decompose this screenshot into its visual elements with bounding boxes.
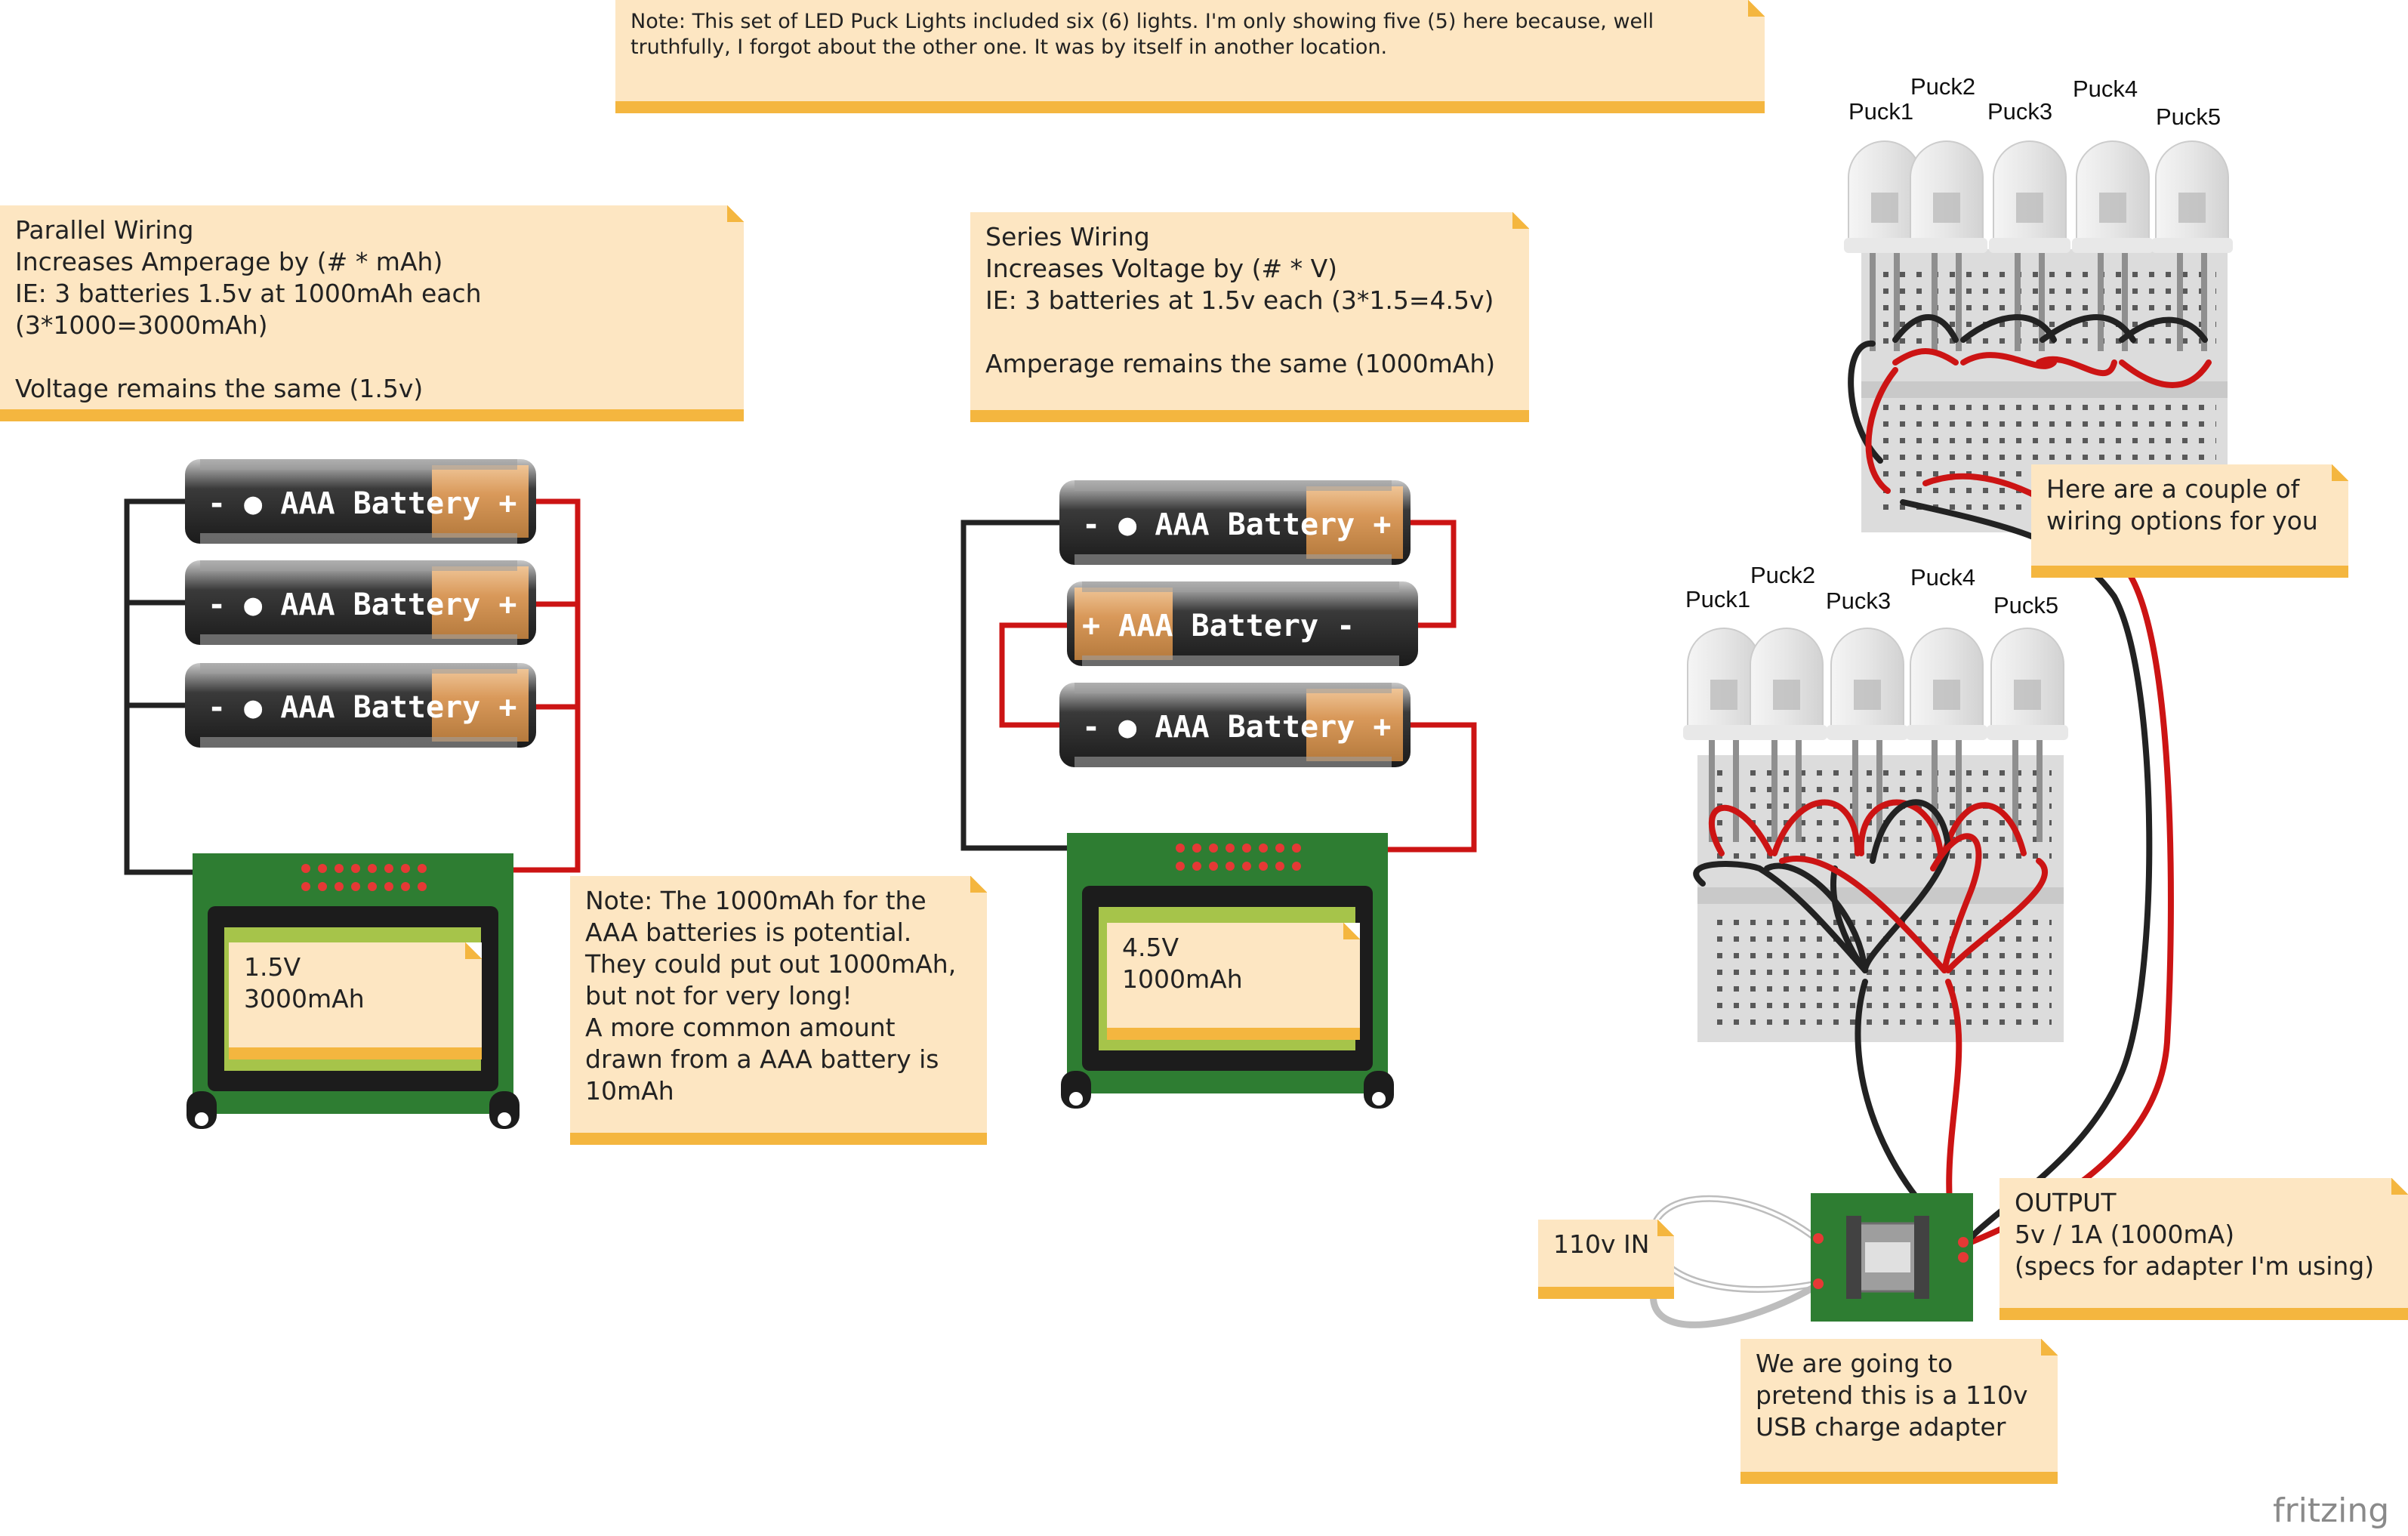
series-battery-pack: - ● AAA Battery + + AAA Battery - - ● AA… (960, 480, 1477, 853)
puck-label: Puck1 (1848, 98, 1913, 125)
puck-leds-bottom (1683, 628, 2068, 842)
output-note-text: OUTPUT 5v / 1A (1000mA) (specs for adapt… (2015, 1188, 2375, 1281)
potential-note-text: Note: The 1000mAh for the AAA batteries … (585, 886, 957, 1106)
parallel-wiring-text: Parallel Wiring Increases Amperage by (#… (15, 215, 482, 403)
puck-label: Puck1 (1685, 586, 1750, 612)
battery-label: - ● AAA Battery + (208, 588, 516, 622)
puck-leds-top (1844, 140, 2233, 351)
puck-label: Puck4 (1910, 564, 1975, 591)
battery-label: - ● AAA Battery + (208, 690, 516, 725)
adapter-note-text: We are going to pretend this is a 110v U… (1756, 1349, 2028, 1442)
battery-series-3: - ● AAA Battery + (1059, 683, 1411, 767)
puck-label: Puck4 (2073, 76, 2138, 102)
battery-label: + AAA Battery - (1082, 609, 1355, 643)
series-wiring-text: Series Wiring Increases Voltage by (# * … (985, 222, 1496, 378)
parallel-display-text: 1.5V 3000mAh (244, 952, 365, 1013)
input-note: 110v IN (1538, 1220, 1674, 1299)
puck-labels-top: Puck1 Puck2 Puck3 Puck4 Puck5 (1848, 73, 2221, 130)
battery-parallel-1: - ● AAA Battery + (185, 459, 536, 544)
battery-series-1: - ● AAA Battery + (1059, 480, 1411, 565)
adapter-note: We are going to pretend this is a 110v U… (1740, 1339, 2058, 1484)
battery-parallel-3: - ● AAA Battery + (185, 663, 536, 748)
fritzing-watermark: fritzing (2273, 1491, 2390, 1530)
puck-labels-bottom: Puck1 Puck2 Puck3 Puck4 Puck5 (1685, 562, 2058, 618)
breadboard-bottom (1697, 755, 2064, 1042)
parallel-wiring-note: Parallel Wiring Increases Amperage by (#… (0, 205, 744, 421)
usb-adapter (1650, 1193, 1973, 1328)
output-note: OUTPUT 5v / 1A (1000mA) (specs for adapt… (1999, 1178, 2408, 1320)
puck-label: Puck2 (1750, 562, 1815, 588)
battery-label: - ● AAA Battery + (208, 486, 516, 521)
battery-label: - ● AAA Battery + (1082, 507, 1391, 542)
parallel-display-value: 1.5V 3000mAh (229, 942, 482, 1059)
top-note: Note: This set of LED Puck Lights includ… (615, 0, 1765, 113)
parallel-battery-pack: - ● AAA Battery + - ● AAA Battery + - ● … (124, 459, 581, 875)
puck-label: Puck5 (2156, 103, 2221, 130)
battery-series-2-reversed: + AAA Battery - (1067, 581, 1418, 666)
input-note-text: 110v IN (1553, 1229, 1650, 1259)
puck-label: Puck3 (1987, 98, 2052, 125)
puck-label: Puck5 (1993, 592, 2058, 618)
battery-parallel-2: - ● AAA Battery + (185, 560, 536, 645)
potential-note: Note: The 1000mAh for the AAA batteries … (570, 876, 987, 1145)
wiring-options-note: Here are a couple of wiring options for … (2031, 464, 2348, 578)
top-note-text: Note: This set of LED Puck Lights includ… (631, 10, 1654, 59)
wiring-options-text: Here are a couple of wiring options for … (2046, 474, 2318, 535)
series-wiring-note: Series Wiring Increases Voltage by (# * … (970, 212, 1529, 422)
series-display-value: 4.5V 1000mAh (1107, 923, 1360, 1040)
puck-label: Puck2 (1910, 73, 1975, 100)
series-display-text: 4.5V 1000mAh (1122, 933, 1243, 994)
battery-label: - ● AAA Battery + (1082, 710, 1391, 745)
puck-label: Puck3 (1826, 588, 1891, 614)
